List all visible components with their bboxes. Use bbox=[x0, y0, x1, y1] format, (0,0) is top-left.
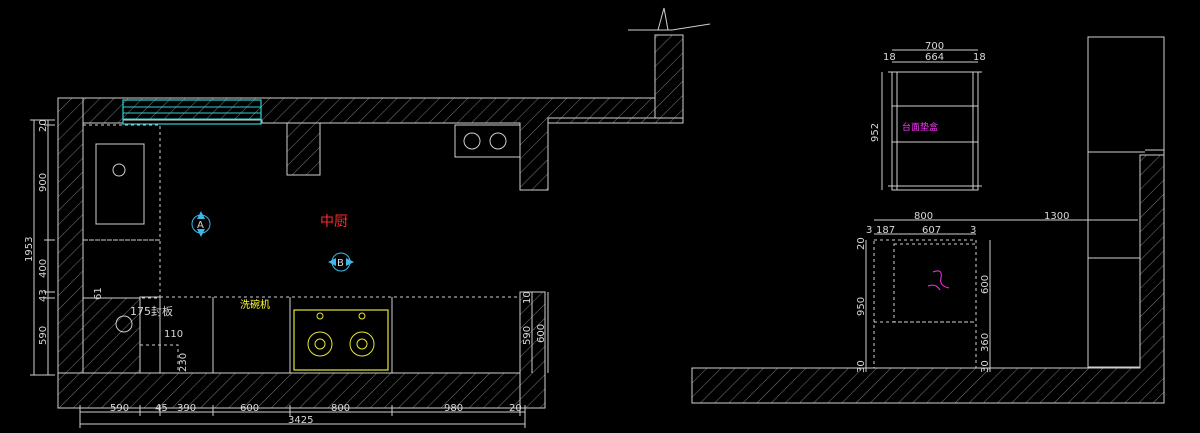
wall-top-main bbox=[58, 97, 656, 191]
counter-box-label: 台面垫盒 bbox=[902, 121, 938, 133]
svg-text:590: 590 bbox=[38, 326, 49, 345]
svg-text:18: 18 bbox=[883, 52, 896, 63]
svg-text:600: 600 bbox=[980, 275, 991, 294]
svg-text:3: 3 bbox=[970, 225, 976, 236]
svg-text:664: 664 bbox=[925, 52, 944, 63]
window bbox=[122, 99, 262, 125]
svg-text:390: 390 bbox=[177, 403, 196, 414]
svg-text:800: 800 bbox=[914, 211, 933, 222]
svg-text:20: 20 bbox=[509, 403, 522, 414]
svg-text:900: 900 bbox=[38, 173, 49, 192]
svg-text:A: A bbox=[197, 220, 204, 231]
upper-shelf: 台面垫盒 952 700 18 664 18 bbox=[870, 41, 986, 191]
base-cabinets bbox=[139, 296, 521, 374]
svg-text:600: 600 bbox=[240, 403, 259, 414]
svg-text:45: 45 bbox=[155, 403, 168, 414]
base-cabinet-elev bbox=[873, 239, 977, 369]
gas-hob bbox=[293, 309, 389, 371]
sink-cabinet bbox=[82, 124, 161, 299]
wall-bottom bbox=[57, 372, 546, 409]
column bbox=[286, 122, 321, 176]
room-label: 中厨 bbox=[320, 214, 348, 230]
svg-text:800: 800 bbox=[331, 403, 350, 414]
svg-text:1953: 1953 bbox=[24, 237, 35, 262]
hob-wall bbox=[454, 124, 521, 158]
seal-board-label: 175封板 bbox=[130, 304, 173, 318]
svg-text:700: 700 bbox=[925, 41, 944, 52]
svg-text:600: 600 bbox=[536, 324, 547, 343]
dim-small-110: 110 bbox=[164, 329, 183, 340]
section-marker-a: A bbox=[191, 211, 211, 237]
wall-left bbox=[57, 97, 84, 381]
svg-text:B: B bbox=[337, 258, 344, 269]
svg-text:952: 952 bbox=[870, 123, 881, 142]
dim-right: 10 590 600 bbox=[522, 291, 549, 373]
svg-text:187: 187 bbox=[876, 225, 895, 236]
dishwasher-label: 洗碗机 bbox=[240, 298, 270, 311]
section-marker-b: B bbox=[328, 252, 354, 272]
dim-small-61: 61 bbox=[93, 287, 104, 300]
svg-text:20: 20 bbox=[856, 237, 867, 250]
flue-break bbox=[657, 7, 669, 31]
svg-text:980: 980 bbox=[444, 403, 463, 414]
wall-chimney bbox=[654, 34, 684, 119]
elev-floor bbox=[691, 154, 1165, 404]
svg-text:3425: 3425 bbox=[288, 415, 313, 426]
svg-text:360: 360 bbox=[980, 333, 991, 352]
corner-post bbox=[115, 315, 133, 333]
svg-text:3: 3 bbox=[866, 225, 872, 236]
svg-text:30: 30 bbox=[856, 360, 867, 373]
svg-text:400: 400 bbox=[38, 259, 49, 278]
svg-text:20: 20 bbox=[38, 119, 49, 132]
svg-text:1300: 1300 bbox=[1044, 211, 1069, 222]
elevation: 台面垫盒 952 700 18 664 18 bbox=[691, 36, 1165, 404]
dim-bottom: 590 45 390 600 800 980 20 3425 bbox=[79, 403, 526, 428]
svg-text:590: 590 bbox=[522, 326, 533, 345]
dim-elev-mid: 800 1300 3 187 607 3 bbox=[866, 211, 1138, 236]
svg-text:43: 43 bbox=[38, 289, 49, 302]
flue-line bbox=[628, 23, 711, 31]
svg-text:607: 607 bbox=[922, 225, 941, 236]
svg-text:590: 590 bbox=[110, 403, 129, 414]
dim-elev-left: 20 950 30 bbox=[856, 237, 867, 373]
floor-plan: 中厨 洗碗机 175封板 A B 590 bbox=[24, 7, 711, 428]
dim-elev-right: 600 360 30 bbox=[980, 240, 991, 373]
svg-text:950: 950 bbox=[856, 297, 867, 316]
svg-text:30: 30 bbox=[980, 360, 991, 373]
dim-small-230: 230 bbox=[178, 353, 189, 372]
svg-text:18: 18 bbox=[973, 52, 986, 63]
dim-left: 20 900 400 43 590 1953 bbox=[24, 119, 55, 376]
svg-text:10: 10 bbox=[522, 291, 533, 304]
